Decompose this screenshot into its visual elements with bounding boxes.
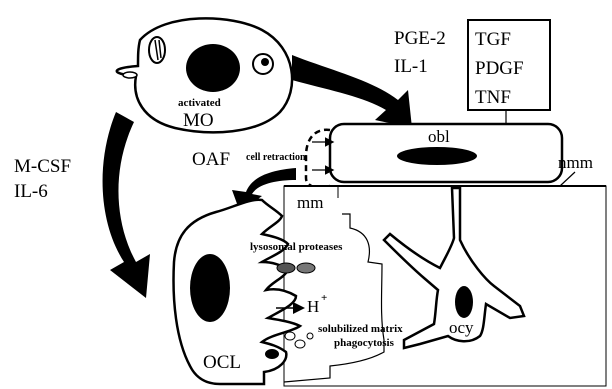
macrophage-state-label: activated — [178, 97, 221, 109]
osteocyte-label: ocy — [449, 318, 474, 337]
lysosomal-label: lysosomal proteases — [250, 241, 343, 253]
nmm-pointer — [560, 172, 575, 186]
osteocyte-nucleus — [455, 286, 473, 318]
cell-retraction-label: cell retraction — [246, 152, 306, 163]
solubilized-label: solubilized matrix — [318, 323, 403, 335]
factor-il1-label: IL-1 — [394, 56, 428, 77]
proton-label: H — [307, 297, 319, 316]
osteoblast-label: obl — [428, 127, 450, 146]
factor-pge2-label: PGE-2 — [394, 28, 446, 49]
macrophage-label: MO — [183, 110, 214, 131]
phagocytosis-label: phagocytosis — [334, 337, 395, 349]
factor-mcsf-label: M-CSF — [14, 156, 71, 177]
factor-il6-label: IL-6 — [14, 181, 48, 202]
oaf-label: OAF — [192, 149, 230, 170]
osteoblast-cell: obl — [306, 124, 562, 188]
mm-label: mm — [297, 193, 323, 212]
osteoclast-nucleus — [190, 254, 230, 322]
macrophage-cell: activated MO — [117, 18, 292, 132]
factor-tnf-label: TNF — [475, 87, 511, 108]
macrophage-nucleus — [186, 44, 240, 92]
osteoblast-nucleus — [397, 147, 477, 165]
factor-tgf-label: TGF — [475, 29, 511, 50]
factor-pdgf-label: PDGF — [475, 58, 524, 79]
proton-charge-label: + — [321, 292, 327, 304]
retraction-outline — [306, 130, 330, 188]
nmm-label: nmm — [558, 153, 593, 172]
osteoclast-label: OCL — [203, 352, 241, 373]
arrow-to-osteoclast — [103, 112, 150, 298]
